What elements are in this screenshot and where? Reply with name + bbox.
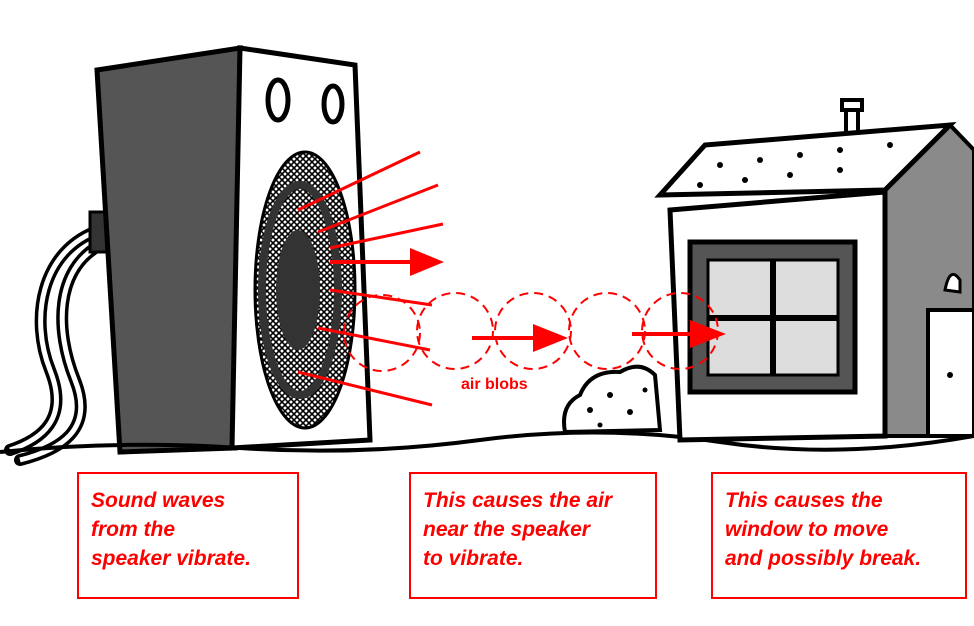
- caption-speaker: Sound waves from the speaker vibrate.: [77, 472, 299, 599]
- caption-line: This causes the air: [423, 489, 613, 512]
- caption-line: speaker vibrate.: [91, 547, 251, 570]
- caption-line: Sound waves: [91, 489, 226, 512]
- caption-line: from the: [91, 518, 175, 541]
- bush: [562, 364, 663, 435]
- air-blobs-label: air blobs: [461, 376, 528, 393]
- caption-line: and possibly break.: [725, 547, 922, 570]
- caption-line: to vibrate.: [423, 547, 524, 570]
- ground-line: [0, 430, 974, 454]
- vibration-lines: [297, 150, 444, 407]
- caption-air: This causes the air near the speaker to …: [409, 472, 657, 599]
- house: [654, 98, 974, 443]
- caption-line: This causes the: [725, 489, 883, 512]
- speaker: [94, 45, 373, 455]
- caption-line: near the speaker: [423, 518, 590, 541]
- arrow-icon: [330, 248, 726, 352]
- caption-line: window to move: [725, 518, 889, 541]
- caption-window: This causes the window to move and possi…: [711, 472, 967, 599]
